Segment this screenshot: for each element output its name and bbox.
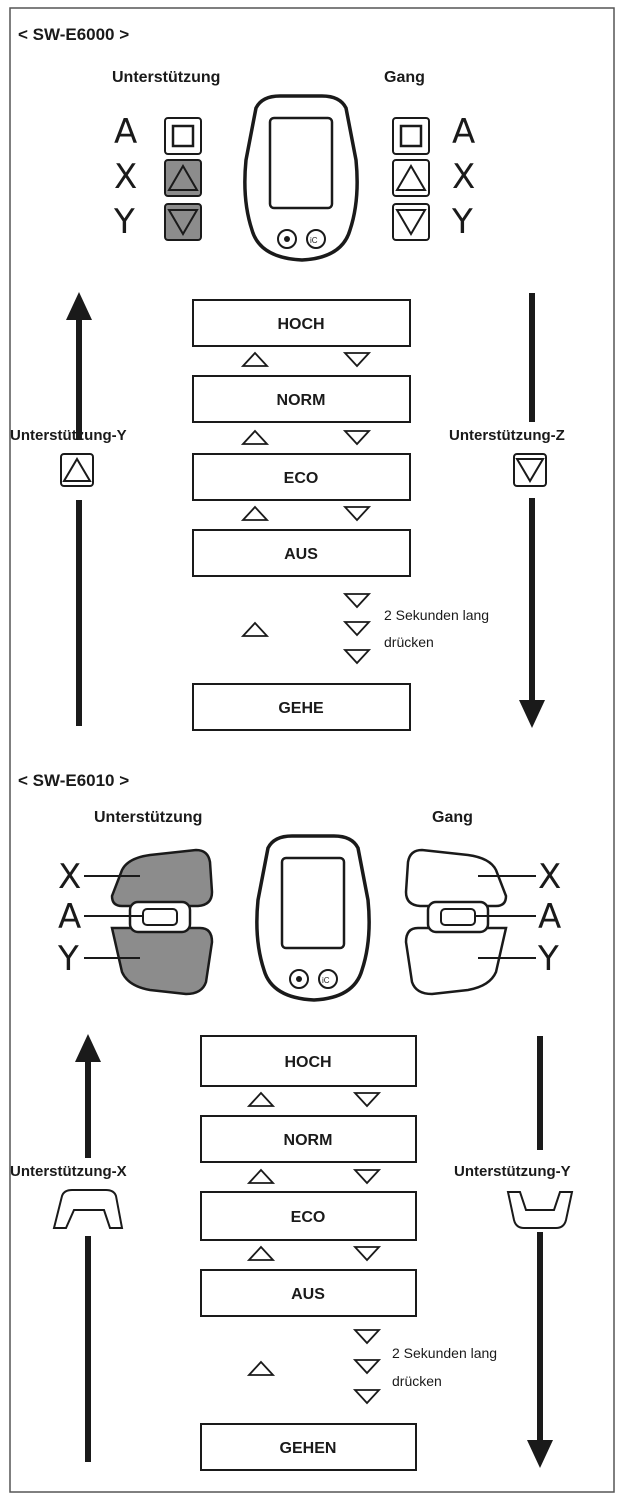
- mode-box: ECO: [200, 1191, 417, 1241]
- button-letter: Y: [57, 939, 79, 979]
- mode-box: HOCH: [200, 1035, 417, 1087]
- button-letter: A: [58, 897, 81, 937]
- switch-lever-icon: [404, 848, 536, 996]
- assist-button-y-icon: [164, 203, 202, 241]
- mode-box: NORM: [192, 375, 411, 423]
- svg-text:iC: iC: [322, 976, 330, 985]
- svg-text:NORM: NORM: [284, 1132, 333, 1149]
- down-triangle-icon: [342, 621, 372, 637]
- mode-box: ECO: [192, 453, 411, 501]
- down-triangle-icon: [352, 1359, 382, 1375]
- display-unit-icon: iC: [243, 94, 359, 262]
- mode-box: AUS: [200, 1269, 417, 1317]
- mode-box: GEHEN: [200, 1423, 417, 1471]
- button-letter: X: [538, 857, 561, 897]
- down-triangle-icon: [352, 1246, 382, 1262]
- hold-instruction-line2: drücken: [384, 634, 434, 650]
- button-letter: A: [452, 112, 475, 152]
- hold-instruction-line1: 2 Sekunden lang: [384, 607, 489, 623]
- mode-box: AUS: [192, 529, 411, 577]
- down-button-icon: [513, 453, 547, 487]
- down-triangle-icon: [352, 1389, 382, 1405]
- down-triangle-icon: [352, 1092, 382, 1108]
- section-sw-e6000: < SW-E6000 > Unterstützung Gang A X Y iC: [10, 25, 565, 731]
- gear-label: Gang: [432, 809, 473, 826]
- hold-instruction-line1: 2 Sekunden lang: [392, 1345, 497, 1361]
- down-triangle-icon: [352, 1329, 382, 1345]
- svg-text:iC: iC: [310, 236, 318, 245]
- svg-text:HOCH: HOCH: [277, 316, 324, 333]
- gear-button-x-icon: [392, 159, 430, 197]
- arrow-down-icon: [519, 293, 545, 728]
- svg-text:NORM: NORM: [277, 392, 326, 409]
- side-label-left: Unterstützung-Y: [10, 427, 127, 444]
- arrow-up-icon: [75, 1034, 101, 1462]
- svg-text:ECO: ECO: [291, 1209, 326, 1226]
- side-label-right: Unterstützung-Y: [454, 1163, 571, 1180]
- button-letter: X: [452, 157, 475, 197]
- svg-text:AUS: AUS: [291, 1286, 325, 1303]
- svg-text:AUS: AUS: [284, 546, 318, 563]
- up-triangle-icon: [240, 505, 270, 521]
- button-letter: Y: [537, 939, 559, 979]
- display-unit-icon: iC: [255, 834, 371, 1002]
- section-title: < SW-E6010 >: [18, 771, 129, 790]
- lever-x-icon: [52, 1189, 124, 1229]
- switch-lever-icon: [84, 848, 214, 996]
- down-triangle-icon: [342, 430, 372, 446]
- lever-y-icon: [506, 1191, 574, 1229]
- side-label-left: Unterstützung-X: [10, 1163, 127, 1180]
- mode-box: GEHE: [192, 683, 411, 731]
- mode-box: HOCH: [192, 299, 411, 347]
- up-triangle-icon: [240, 429, 270, 445]
- gear-button-a-icon: [392, 117, 430, 155]
- button-letter: A: [538, 897, 561, 937]
- up-triangle-icon: [246, 1360, 276, 1376]
- figure-border: [9, 7, 615, 1493]
- button-letter: X: [58, 857, 81, 897]
- svg-text:GEHE: GEHE: [278, 700, 324, 717]
- arrow-down-icon: [527, 1036, 553, 1468]
- assist-button-a-icon: [164, 117, 202, 155]
- hold-instruction-line2: drücken: [392, 1373, 442, 1389]
- down-triangle-icon: [342, 649, 372, 665]
- button-letter: X: [114, 157, 137, 197]
- up-triangle-icon: [246, 1168, 276, 1184]
- down-triangle-icon: [342, 352, 372, 368]
- side-label-right: Unterstützung-Z: [449, 427, 565, 444]
- up-triangle-icon: [240, 351, 270, 367]
- down-triangle-icon: [342, 506, 372, 522]
- arrow-up-icon: [66, 292, 92, 726]
- svg-text:ECO: ECO: [284, 470, 319, 487]
- svg-text:HOCH: HOCH: [284, 1054, 331, 1071]
- button-letter: Y: [451, 202, 473, 242]
- section-sw-e6010: < SW-E6010 > Unterstützung Gang X A Y iC: [10, 771, 574, 1471]
- down-triangle-icon: [342, 593, 372, 609]
- gear-label: Gang: [384, 69, 425, 86]
- button-letter: A: [114, 112, 137, 152]
- section-title: < SW-E6000 >: [18, 25, 129, 44]
- gear-button-y-icon: [392, 203, 430, 241]
- up-triangle-icon: [246, 1091, 276, 1107]
- mode-box: NORM: [200, 1115, 417, 1163]
- assist-label: Unterstützung: [94, 809, 202, 826]
- assist-label: Unterstützung: [112, 69, 220, 86]
- up-button-icon: [60, 453, 94, 487]
- button-letter: Y: [113, 202, 135, 242]
- up-triangle-icon: [246, 1245, 276, 1261]
- down-triangle-icon: [352, 1169, 382, 1185]
- assist-button-x-icon: [164, 159, 202, 197]
- svg-text:GEHEN: GEHEN: [280, 1440, 337, 1457]
- up-triangle-icon: [240, 621, 270, 637]
